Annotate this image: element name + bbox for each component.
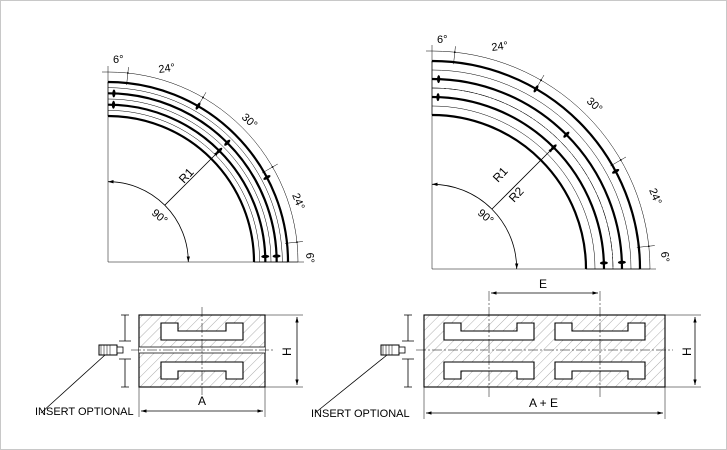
right-angle-edge-end: 6°: [658, 251, 671, 263]
right-angle-edge-top: 6°: [437, 34, 448, 46]
left-angle-seg3: 24°: [289, 192, 306, 212]
right-insert-pin-icon: [380, 344, 406, 356]
right-angle-seg1: 24°: [491, 40, 509, 54]
bearing-mark: [437, 75, 441, 84]
left-angle-seg2: 30°: [239, 111, 259, 131]
left-cross-section: INSERT OPTIONAL A H: [35, 307, 303, 418]
left-sweep-label: 90°: [149, 207, 169, 227]
right-offset-label: E: [539, 277, 547, 291]
right-angle-seg3: 24°: [646, 187, 663, 207]
right-insert-leader: [314, 354, 388, 414]
right-angle-seg2: 30°: [584, 95, 604, 115]
bearing-mark: [261, 254, 270, 259]
left-radius-label: R1: [176, 165, 197, 186]
bearing-mark: [436, 93, 440, 102]
right-radius-inner-label: R1: [490, 164, 511, 185]
bearing-mark: [112, 89, 116, 98]
left-angle-edge-top: 6°: [113, 54, 124, 66]
bearing-mark: [617, 260, 626, 264]
right-cross-section: INSERT OPTIONAL E A + E H: [311, 277, 701, 420]
right-width-label: A + E: [529, 396, 558, 410]
left-angle-edge-end: 6°: [303, 252, 316, 264]
left-angle-seg1: 24°: [158, 62, 176, 76]
right-bend-plan-view: [426, 45, 656, 270]
bearing-mark: [224, 139, 231, 146]
right-height-label: H: [680, 347, 694, 356]
bearing-mark: [563, 131, 570, 138]
bearing-mark: [111, 100, 116, 109]
bend-rail: [431, 59, 642, 270]
bend-rail: [107, 80, 290, 263]
left-height-label: H: [280, 347, 294, 356]
bearing-mark: [272, 254, 281, 258]
right-insert-label: INSERT OPTIONAL: [311, 408, 410, 420]
left-section-slot-lower: [160, 361, 244, 380]
bearing-mark: [612, 168, 620, 174]
left-bend-labels: 6° 24° 30° 24° 6° R1 90°: [113, 54, 316, 264]
right-section-body: [423, 314, 666, 388]
left-bend-plan-view: [102, 66, 304, 263]
bearing-mark: [599, 261, 608, 265]
left-width-label: A: [198, 394, 206, 408]
left-insert-leader: [40, 354, 106, 414]
left-insert-label: INSERT OPTIONAL: [35, 406, 134, 418]
right-section-slot-lower-right: [554, 361, 646, 380]
right-section-slot-lower-left: [443, 361, 535, 380]
left-insert-pin-icon: [98, 344, 124, 356]
bearing-mark: [263, 175, 271, 180]
right-radius-outer-label: R2: [506, 184, 527, 205]
